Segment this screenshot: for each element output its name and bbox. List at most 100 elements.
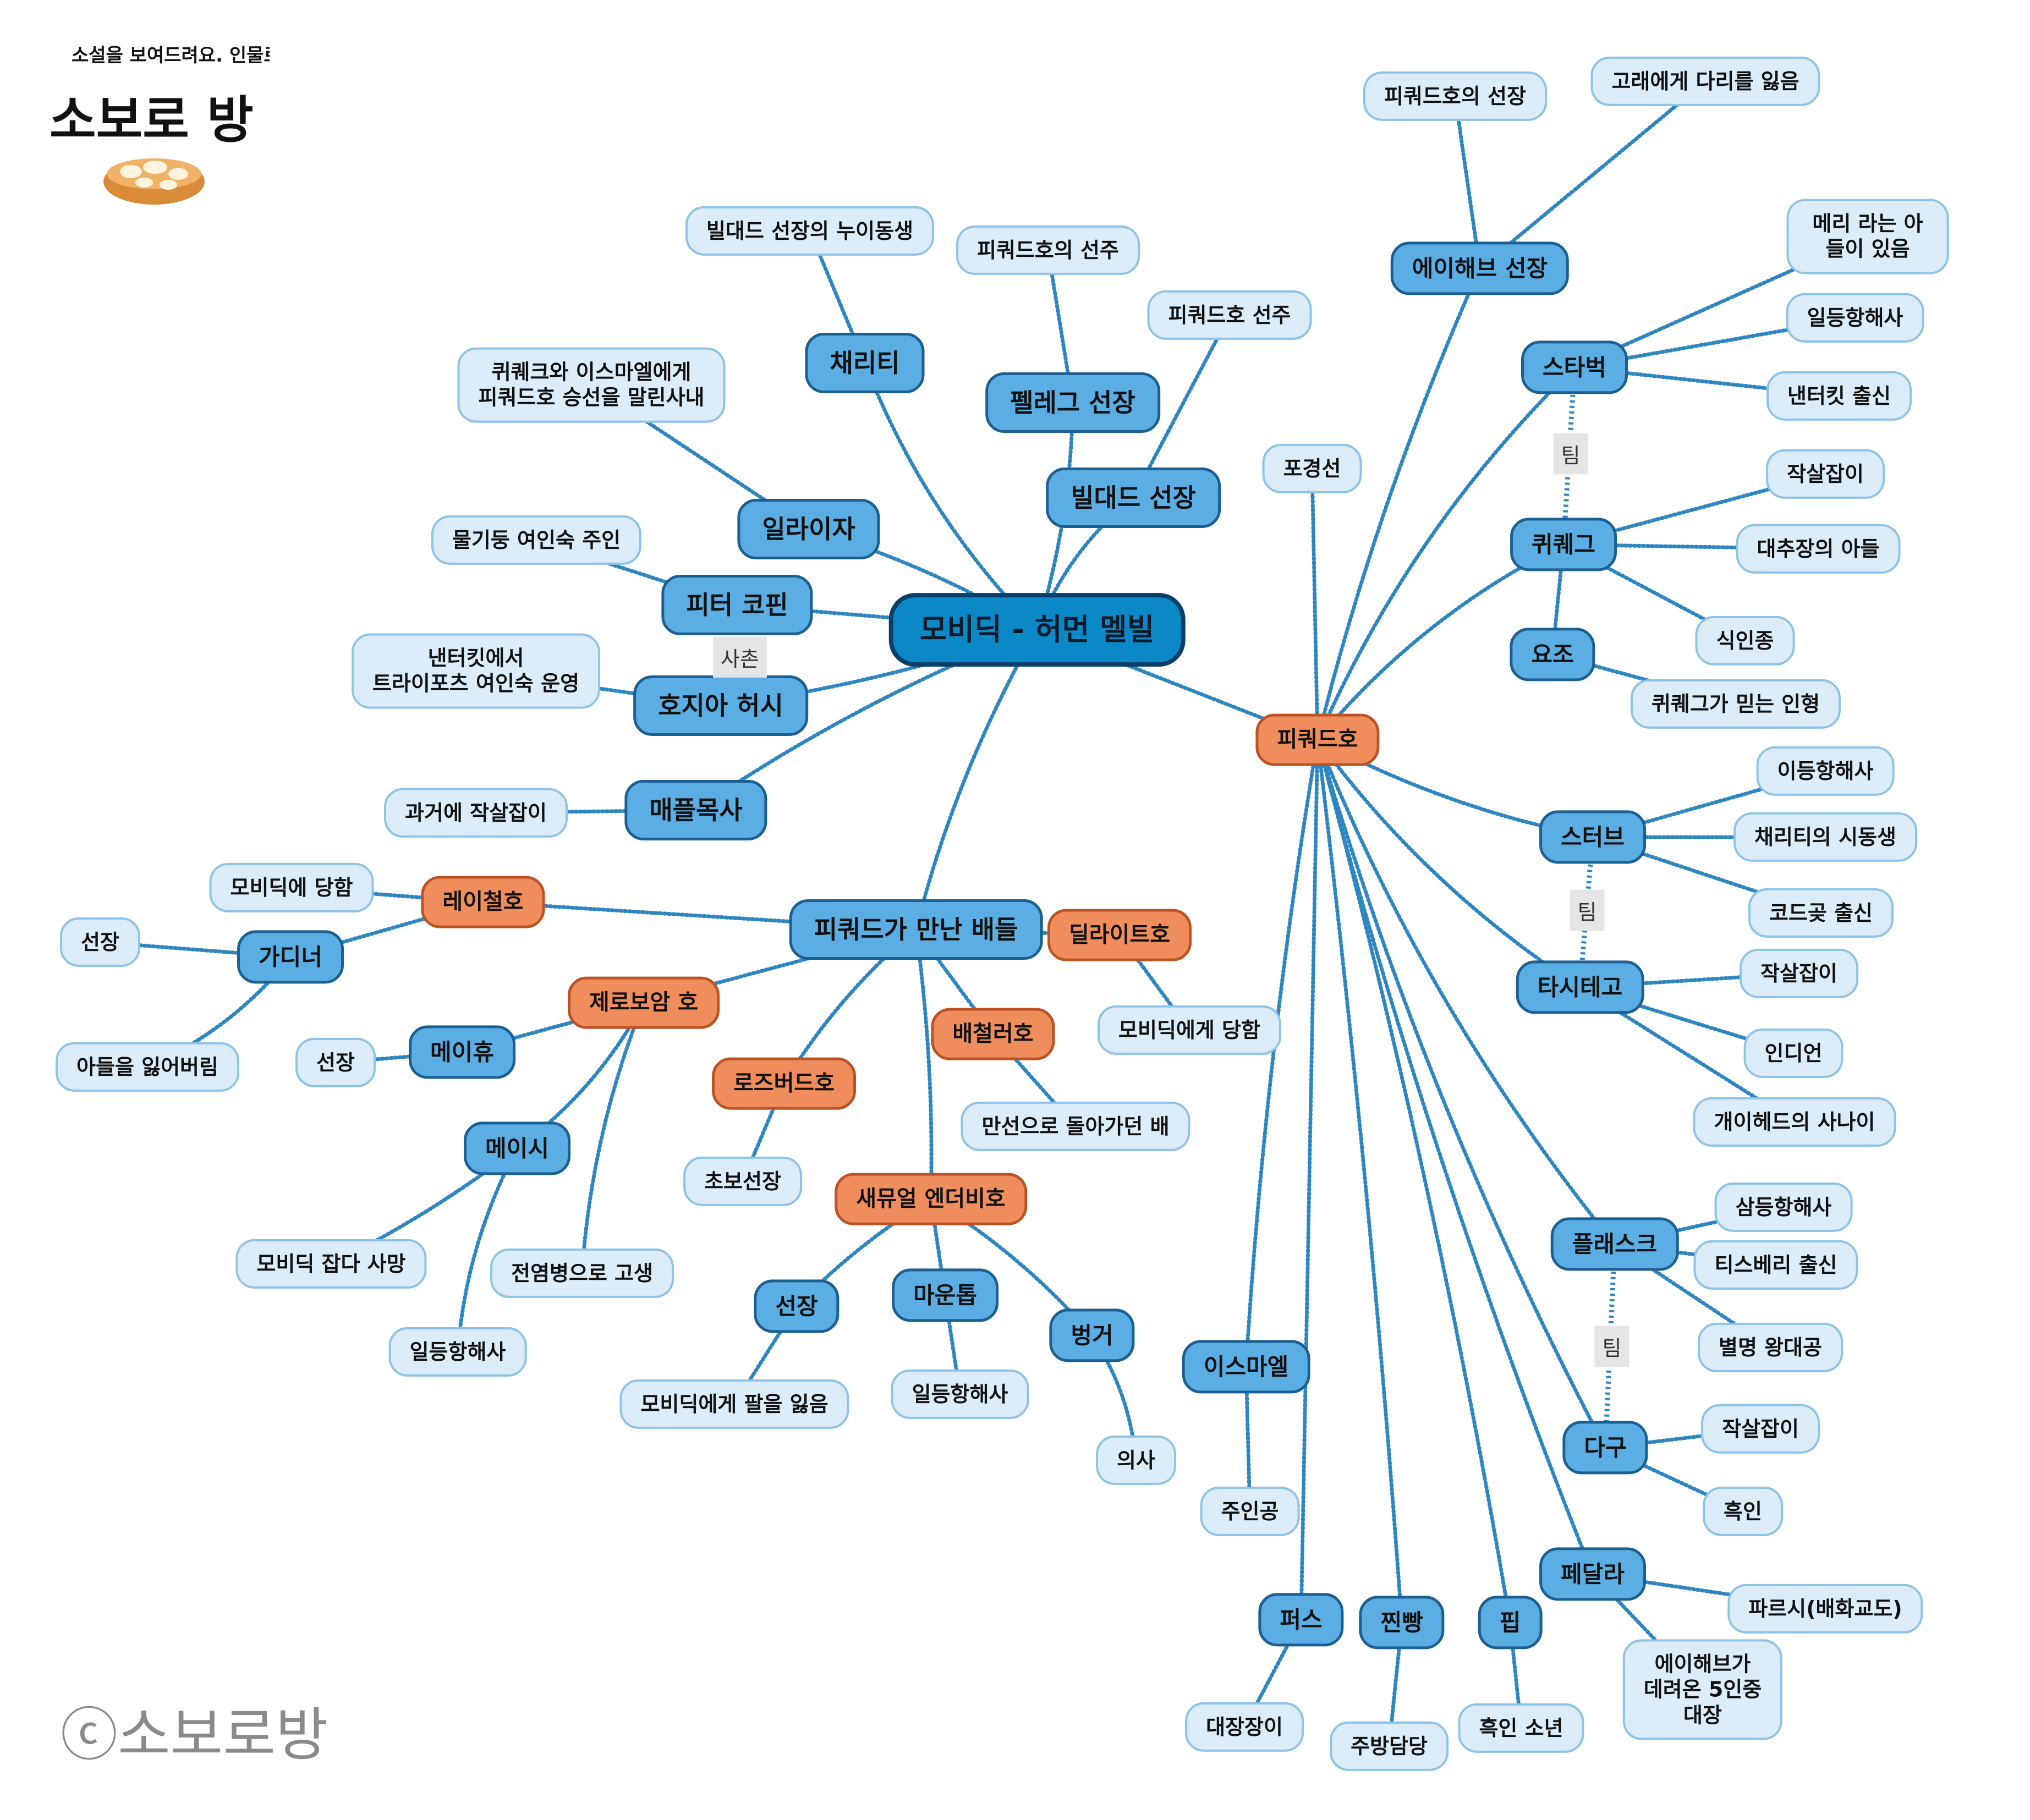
node-stubb: 스터브 bbox=[1539, 810, 1646, 864]
node-ahab-l1: 피쿼드호의 선장 bbox=[1363, 71, 1547, 122]
node-jeroboam: 제로보암 호 bbox=[568, 976, 720, 1029]
node-hosea-l: 낸터킷에서 트라이포츠 여인숙 운영 bbox=[351, 633, 601, 709]
node-samuel: 새뮤얼 엔더비호 bbox=[835, 1173, 1027, 1225]
node-hosea: 호지아 허시 bbox=[633, 675, 808, 736]
node-ahab: 에이해브 선장 bbox=[1390, 241, 1570, 295]
node-center: 모비딕 - 허먼 멜빌 bbox=[888, 593, 1186, 667]
node-tashtego-l1: 작살잡이 bbox=[1740, 948, 1858, 999]
bread-icon bbox=[103, 158, 205, 205]
edge-pequod-fedallah bbox=[1315, 738, 1595, 1576]
node-harpoon: 포경선 bbox=[1262, 443, 1362, 494]
node-bunger: 벙거 bbox=[1049, 1308, 1135, 1362]
copyright-mark: ⓒ소보로방 bbox=[61, 1701, 328, 1768]
edge-pequod-daggoo bbox=[1315, 738, 1607, 1450]
node-mapple: 매플목사 bbox=[624, 779, 767, 841]
node-rosebud-l: 초보선장 bbox=[683, 1156, 802, 1207]
node-captain: 선장 bbox=[754, 1279, 840, 1333]
edge-center-ships bbox=[914, 628, 1039, 932]
node-stubb-l2: 채리티의 시동생 bbox=[1733, 812, 1917, 862]
edge-ships-samuel bbox=[914, 927, 934, 1201]
node-ilaija: 일라이자 bbox=[737, 498, 880, 560]
edge-pequod-ahab bbox=[1315, 266, 1482, 742]
node-peleg: 펠레그 선장 bbox=[985, 372, 1160, 433]
node-stubb-l1: 이등항해사 bbox=[1756, 746, 1895, 796]
edge-pequod-tashtego bbox=[1315, 738, 1582, 989]
node-pip-l: 흑인 소년 bbox=[1458, 1703, 1584, 1753]
copyright-text: ⓒ소보로방 bbox=[61, 1701, 328, 1768]
node-dough: 찐빵 bbox=[1359, 1596, 1445, 1649]
node-queequeg-l1: 작살잡이 bbox=[1766, 449, 1885, 499]
relation-label-starbuck-queequeg: 팀 bbox=[1553, 433, 1588, 475]
node-tashtego: 타시테고 bbox=[1516, 960, 1644, 1014]
node-queequeg: 퀴퀘그 bbox=[1510, 518, 1617, 571]
node-queequeg-l2: 대추장의 아들 bbox=[1736, 524, 1901, 574]
node-daggoo-l1: 작살잡이 bbox=[1701, 1404, 1820, 1454]
node-macey: 메이시 bbox=[464, 1121, 570, 1175]
relation-label-flask-daggoo: 팀 bbox=[1594, 1326, 1630, 1367]
node-mounttop: 마운톱 bbox=[892, 1268, 998, 1322]
node-yojo: 요조 bbox=[1510, 628, 1595, 681]
node-fedallah-l2: 에이해브가 데려온 5인중 대장 bbox=[1622, 1639, 1783, 1740]
node-flask-l1: 삼등항해사 bbox=[1714, 1182, 1853, 1233]
node-rachel: 레이철호 bbox=[421, 876, 545, 928]
node-jeroboam-l: 전염병으로 고생 bbox=[490, 1248, 674, 1299]
node-ishmael-l: 주인공 bbox=[1200, 1486, 1300, 1537]
node-peter: 피터 코핀 bbox=[661, 574, 813, 636]
node-mayhew-l: 선장 bbox=[295, 1037, 376, 1088]
node-mapple-l: 과거에 작살잡이 bbox=[384, 788, 568, 838]
node-rosebud: 로즈버드호 bbox=[712, 1057, 856, 1110]
node-bildad: 빌대드 선장 bbox=[1046, 467, 1221, 529]
node-perth-l: 대장장이 bbox=[1185, 1702, 1304, 1752]
node-pequod: 피쿼드호 bbox=[1255, 713, 1380, 766]
node-bachelor: 배철러호 bbox=[931, 1008, 1055, 1060]
node-captain-l: 모비딕에게 팔을 잃음 bbox=[619, 1379, 849, 1429]
edge-pequod-flask bbox=[1315, 738, 1617, 1246]
node-delight: 딜라이트호 bbox=[1047, 909, 1192, 961]
node-gardiner-l2: 아들을 잃어버림 bbox=[56, 1042, 239, 1092]
brand-logo: 소설을 보여드려요. 인물로 소보로 방 bbox=[50, 45, 270, 205]
node-bachelor-l: 만선으로 돌아가던 배 bbox=[961, 1101, 1190, 1152]
node-macey-l2: 일등항해사 bbox=[388, 1327, 527, 1377]
node-charity: 채리티 bbox=[805, 332, 925, 394]
edge-pequod-ishmael bbox=[1244, 738, 1320, 1369]
node-tashtego-l3: 개이헤드의 사나이 bbox=[1693, 1097, 1896, 1147]
node-charity-l: 빌대드 선장의 누이동생 bbox=[685, 206, 935, 256]
node-starbuck-l1: 메리 라는 아들이 있음 bbox=[1786, 199, 1949, 274]
node-tashtego-l2: 인디언 bbox=[1743, 1028, 1844, 1079]
node-peter-l: 물기둥 여인숙 주인 bbox=[431, 515, 642, 565]
relation-label-stubb-tashtego: 팀 bbox=[1570, 889, 1605, 931]
node-flask: 플래스크 bbox=[1550, 1217, 1679, 1271]
node-starbuck-l2: 일등항해사 bbox=[1786, 293, 1924, 343]
node-ilaija-l: 퀴퀘크와 이스마엘에게 피쿼드호 승선을 말린사내 bbox=[457, 347, 726, 423]
node-dough-l: 주방담당 bbox=[1330, 1721, 1449, 1772]
node-fedallah-l1: 파르시(배화교도) bbox=[1727, 1583, 1923, 1634]
node-daggoo: 다구 bbox=[1562, 1421, 1648, 1475]
node-ahab-l2: 고래에게 다리를 잃음 bbox=[1590, 56, 1820, 107]
node-daggoo-l2: 흑인 bbox=[1703, 1486, 1783, 1537]
node-macey-l1: 모비딕 잡다 사망 bbox=[235, 1239, 427, 1289]
node-pip: 핍 bbox=[1478, 1596, 1543, 1649]
node-mayhew: 메이휴 bbox=[409, 1025, 515, 1079]
node-gardiner-l1: 선장 bbox=[60, 917, 140, 967]
node-queequeg-l3: 식인종 bbox=[1695, 615, 1795, 666]
node-bildad-l: 피쿼드호 선주 bbox=[1147, 290, 1312, 340]
edge-pequod-pip bbox=[1315, 738, 1512, 1625]
node-gardiner: 가디너 bbox=[237, 930, 344, 984]
brand-tagline: 소설을 보여드려요. 인물로 bbox=[72, 45, 270, 67]
node-rachel-l: 모비딕에 당함 bbox=[209, 862, 374, 913]
node-delight-l: 모비딕에게 당함 bbox=[1098, 1005, 1281, 1055]
node-flask-l2: 티스베리 출신 bbox=[1693, 1240, 1858, 1290]
relation-flask-daggoo bbox=[1603, 1244, 1617, 1448]
node-bunger-l: 의사 bbox=[1096, 1435, 1176, 1486]
edge-jeroboam-jeroboam_l bbox=[580, 1000, 646, 1275]
node-peleg-l: 피쿼드호의 선주 bbox=[956, 225, 1140, 276]
edge-pequod-harpoon bbox=[1310, 466, 1320, 742]
node-yojo-l: 퀴퀘그가 믿는 인형 bbox=[1630, 679, 1841, 729]
node-starbuck: 스타벅 bbox=[1521, 340, 1628, 394]
node-mounttop-l: 일등항해사 bbox=[891, 1369, 1029, 1420]
node-starbuck-l3: 낸터킷 출신 bbox=[1766, 371, 1912, 421]
brand-name: 소보로 방 bbox=[50, 91, 254, 150]
node-ishmael: 이스마엘 bbox=[1182, 1340, 1310, 1394]
relation-label-peter-hosea: 사촌 bbox=[713, 636, 767, 678]
node-perth: 퍼스 bbox=[1258, 1593, 1344, 1647]
